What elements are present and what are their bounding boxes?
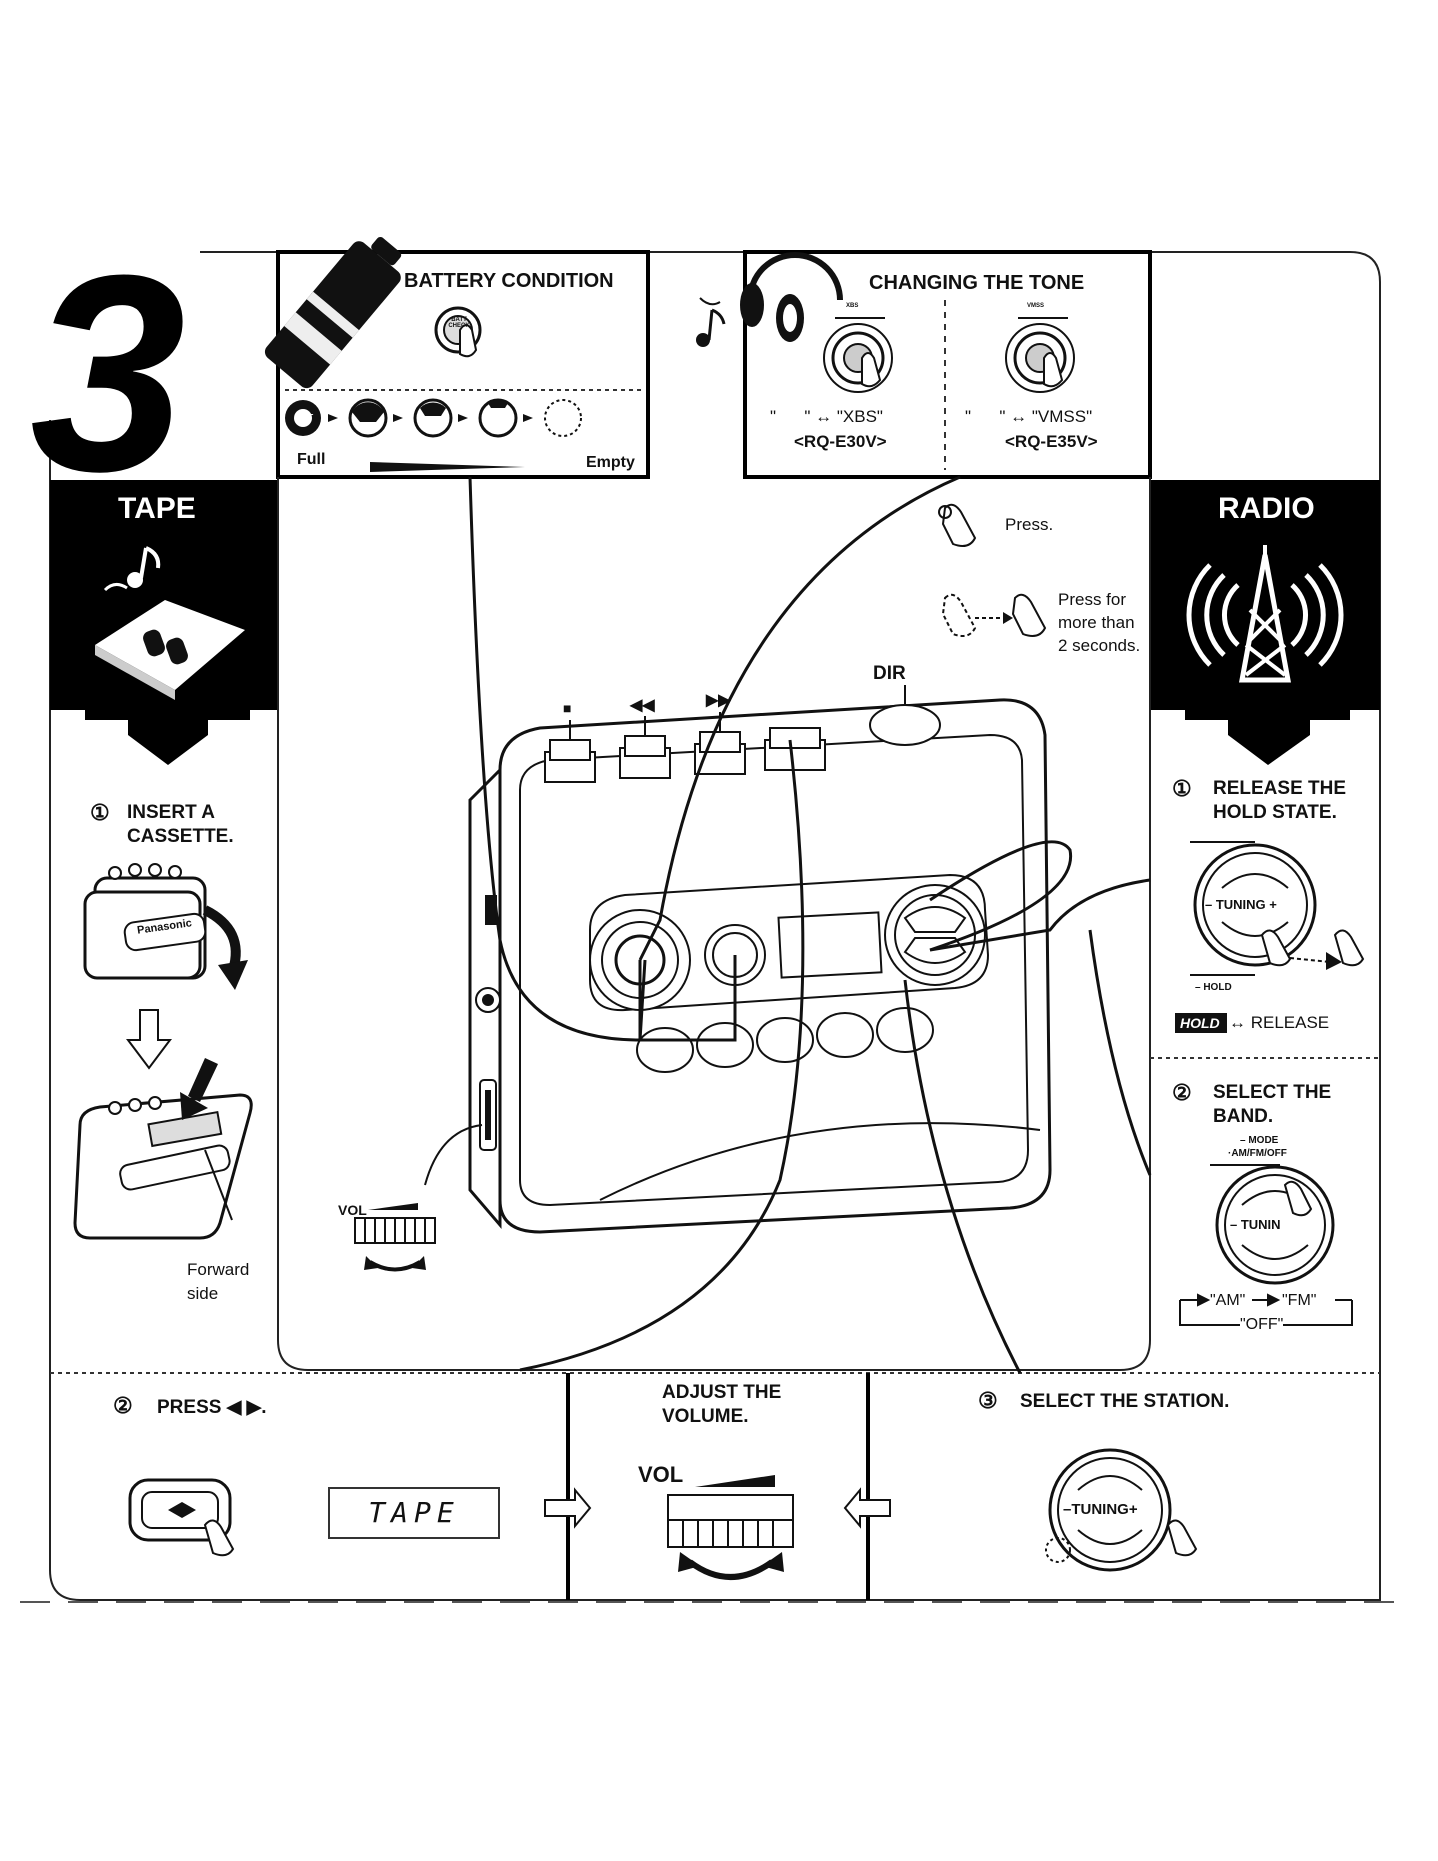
adjust-volume-line2: VOLUME. (662, 1406, 749, 1427)
vol-wheel-small-icon (354, 1203, 436, 1272)
radio-step2-number: ② (1172, 1080, 1192, 1105)
dir-label: DIR (873, 663, 906, 684)
vmss-dial-label: VMSS (1027, 303, 1045, 309)
radio-hold-label: – HOLD (1195, 982, 1232, 993)
adjust-volume-line1: ADJUST THE (662, 1382, 782, 1403)
legend-press-long-1: Press for (1058, 590, 1127, 609)
press-long-hand-icon (941, 593, 1047, 637)
band-fm: "FM" (1282, 1292, 1317, 1309)
headphones-icon (740, 252, 843, 342)
play-key-shape (764, 727, 826, 771)
radio-step1-number: ① (1172, 776, 1192, 801)
radio-step2-line2: BAND. (1213, 1106, 1274, 1127)
vmss-toggle-text: " " ↔ "VMSS" (965, 407, 1093, 426)
radio-step1-line1: RELEASE THE (1213, 778, 1347, 799)
battery-icon (264, 236, 402, 389)
vmss-model: <RQ-E35V> (1005, 432, 1098, 451)
battery-title: BATTERY CONDITION (404, 270, 614, 292)
xbs-model: <RQ-E30V> (794, 432, 887, 451)
batt-check-label: BATT CHECK (448, 317, 470, 329)
music-note-icon (696, 297, 726, 347)
xbs-dial-icon (823, 317, 893, 393)
press-hand-icon (938, 503, 977, 547)
batt-check-button-icon (434, 306, 482, 358)
xbs-toggle-text: " " ↔ "XBS" (770, 407, 883, 426)
xbs-dial-label: XBS (846, 303, 859, 309)
leader-lines (468, 475, 1152, 1374)
legend-press-long-3: 2 seconds. (1058, 636, 1141, 655)
radio-step2-line1: SELECT THE (1213, 1082, 1332, 1103)
ffwd-key-shape (694, 731, 746, 775)
battery-full-label: Full (297, 451, 326, 468)
flow-arrow-right-icon (544, 1487, 592, 1529)
radio-tower-icon (1186, 545, 1344, 683)
forward-side-line2: side (187, 1284, 219, 1303)
band-off: "OFF" (1240, 1316, 1284, 1334)
vol-label-small: VOL (338, 1202, 367, 1218)
mode-label-line2: ·AM/FM/OFF (1228, 1148, 1287, 1159)
rewind-label: ◀◀ (630, 697, 655, 714)
bottom-step3-number: ③ (978, 1388, 998, 1413)
battery-icon-label: BATT (295, 414, 314, 421)
bottom-press-text: PRESS ◀ ▶. (157, 1397, 267, 1418)
flow-arrow-left-icon (843, 1487, 891, 1529)
band-am: "AM" (1210, 1292, 1246, 1309)
tone-title: CHANGING THE TONE (869, 272, 1085, 294)
radio-tuning-label: – TUNING + (1205, 897, 1277, 912)
bottom-step2-number: ② (113, 1393, 133, 1418)
forward-side-line1: Forward (187, 1260, 250, 1279)
play-direction-button-icon (128, 1478, 235, 1557)
radio-step1-line2: HOLD STATE. (1213, 802, 1337, 823)
cassette-player-closing-icon (73, 1058, 253, 1240)
legend-press: Press. (1005, 515, 1054, 534)
vmss-dial-icon (1005, 317, 1075, 393)
bottom-tuning-label: –TUNING+ (1063, 1501, 1138, 1518)
battery-level-icons (285, 398, 582, 472)
hold-lcd-icon (1175, 1013, 1227, 1033)
vol-wheel-large-icon (667, 1475, 794, 1580)
tape-step1-line1: INSERT A (127, 802, 215, 823)
tape-step1-line2: CASSETTE. (127, 826, 234, 847)
vol-leader-line (424, 1124, 483, 1186)
legend-press-long-2: more than (1058, 613, 1135, 632)
tape-deck-icon (95, 546, 245, 700)
mode-label-line1: – MODE (1240, 1135, 1279, 1146)
ffwd-label: ▶▶ (706, 692, 731, 709)
radio-tuning-short-label: – TUNIN (1230, 1217, 1281, 1232)
radio-header: RADIO (1218, 492, 1315, 525)
step-number-graphic: 3 (30, 218, 186, 530)
hold-display-text: HOLD (1180, 1015, 1220, 1031)
cassette-player-open-icon (83, 863, 248, 990)
vol-label-large: VOL (638, 1462, 684, 1487)
stop-label: ■ (563, 700, 572, 716)
tape-lcd-display: TAPE (328, 1487, 500, 1539)
rewind-key-shape (619, 735, 671, 779)
down-arrow-icon (126, 1009, 172, 1070)
release-label: ↔ RELEASE (1229, 1013, 1330, 1032)
tape-step1-number: ① (90, 800, 110, 825)
battery-empty-label: Empty (586, 454, 635, 471)
select-station-text: SELECT THE STATION. (1020, 1391, 1230, 1412)
stop-key-shape (544, 739, 596, 783)
cassette-player-device (468, 685, 1052, 1234)
tape-header: TAPE (118, 492, 196, 525)
